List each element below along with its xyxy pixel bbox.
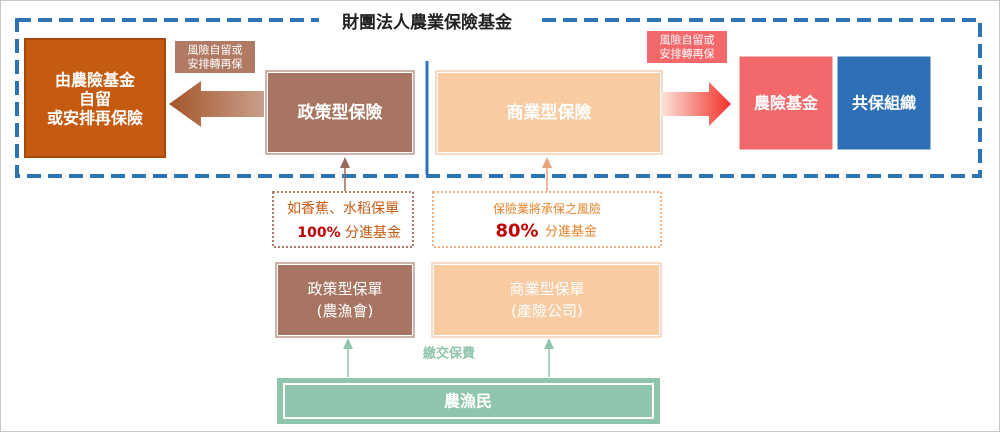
farmers-label: 農漁民 [444, 392, 492, 411]
policy-note-pct: 100% [297, 225, 340, 241]
commercial-contract-line-1: 商業型保單 [509, 280, 584, 298]
policy-contract-line-2: (農漁會) [317, 302, 374, 320]
left-arrow [169, 81, 265, 127]
left-arrow-note-line-1: 風險自留或 [188, 43, 243, 57]
right-arrow-note-bg [647, 31, 727, 63]
coinsurance-label: 共保組織 [852, 94, 916, 113]
right-arrow-note-line-1: 風險自留或 [660, 33, 715, 47]
left-arrow-note-bg [175, 41, 255, 73]
self-retain-line-2: 自留 [79, 90, 111, 109]
policy-contract-box [274, 261, 416, 339]
left-arrow-note-line-2: 安排轉再保 [188, 57, 243, 71]
agri-fund-box [736, 53, 836, 153]
commercial-up-arrowhead [542, 157, 552, 168]
fund-frame [15, 18, 982, 178]
right-arrow-note-line-2: 安排轉再保 [660, 47, 715, 61]
farmers-box [277, 378, 660, 424]
policy-insurance-label: 政策型保險 [298, 102, 383, 123]
coinsurance-box [834, 53, 934, 153]
farmers-inner-frame [283, 383, 654, 419]
farmer-right-up-arrowhead [544, 338, 554, 349]
commercial-contract-box [430, 261, 663, 339]
frame-title: 財團法人農業保險基金 [341, 12, 513, 33]
commercial-note-line-1: 保險業將承保之風險 [493, 201, 601, 216]
right-arrow [661, 82, 731, 126]
commercial-insurance-label: 商業型保險 [507, 102, 592, 123]
self-retain-line-3: 或安排再保險 [47, 109, 143, 128]
agri-fund-label: 農險基金 [754, 94, 819, 113]
farmer-left-up-arrowhead [343, 338, 353, 349]
policy-note-suffix: 分進基金 [345, 224, 401, 241]
commercial-note-suffix: 分進基金 [545, 224, 597, 240]
policy-note-line-1: 如香蕉、水稻保單 [287, 201, 399, 217]
premium-label: 繳交保費 [423, 346, 475, 362]
frame-title-mask [319, 11, 535, 33]
self-retain-line-1: 由農險基金 [55, 71, 136, 90]
commercial-contract-line-2: (產險公司) [511, 302, 583, 320]
commercial-note-pct: 80% [495, 221, 538, 242]
self-retain-box [24, 38, 166, 158]
policy-note-box [272, 191, 414, 248]
policy-contract-line-1: 政策型保單 [307, 280, 382, 298]
commercial-note-box [432, 191, 662, 248]
policy-up-arrowhead [340, 157, 350, 168]
